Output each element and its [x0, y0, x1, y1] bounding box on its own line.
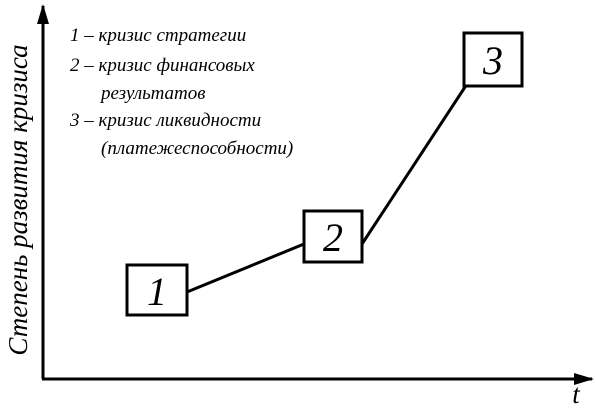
connector-1-2 [186, 242, 305, 294]
stage-box-1: 1 [125, 263, 189, 317]
legend: 1 – кризис стратегии 2 – кризис финансов… [69, 25, 293, 159]
stage-label-3: 3 [482, 38, 503, 83]
x-axis-label: t [572, 379, 581, 409]
stage-box-3: 3 [462, 31, 524, 88]
legend-item-2-continuation: результатов [99, 83, 206, 104]
stage-label-1: 1 [147, 269, 167, 314]
legend-item-3: 3 – кризис ликвидности [69, 110, 261, 131]
legend-item-3-continuation: (платежеспособности) [101, 138, 293, 159]
stage-box-2: 2 [302, 209, 364, 264]
connector-2-3 [360, 83, 469, 245]
y-axis-label: Степень развития кризиса [3, 44, 33, 355]
legend-item-1: 1 – кризис стратегии [70, 25, 246, 46]
legend-item-2: 2 – кризис финансовых [70, 55, 255, 76]
stage-label-2: 2 [323, 215, 343, 260]
